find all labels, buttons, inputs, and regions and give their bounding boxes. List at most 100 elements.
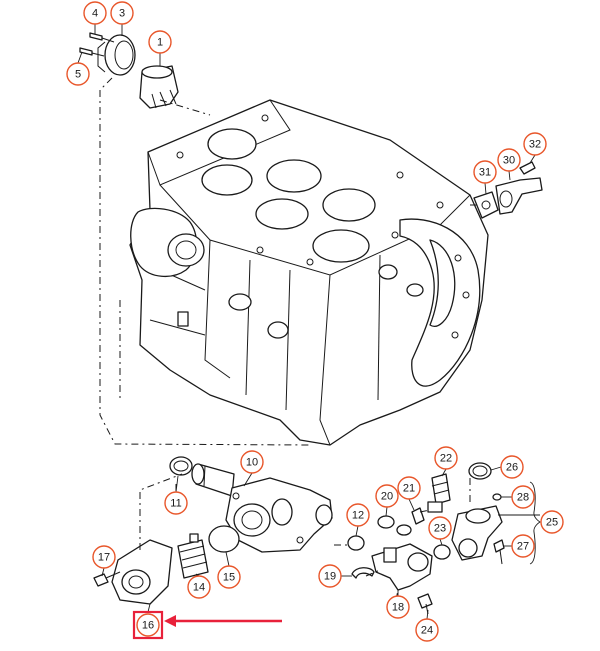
callout-number: 31 [479,167,491,179]
part-26-o-ring [468,462,492,480]
part-10-coolant-pipe [191,463,235,497]
part-3-pulley [97,34,136,76]
callout-circle [217,565,241,589]
callout-circle [428,516,452,540]
callout-32: 32 [523,132,547,156]
part-21-sensor [411,507,425,525]
callout-number: 21 [403,483,415,495]
callout-5: 5 [66,62,90,86]
callout-number: 10 [246,457,258,469]
callout-12: 12 [346,503,370,527]
callout-circle [187,575,211,599]
part-32-bolt [519,161,536,175]
callout-number: 22 [440,453,452,465]
callout-number: 18 [392,602,404,614]
callout-4: 4 [83,1,107,25]
callout-circle [318,564,342,588]
callout-number: 32 [529,139,541,151]
part-14-thermostat [177,533,209,579]
callout-number: 3 [119,8,125,20]
callout-circle [240,450,264,474]
callout-circle [346,503,370,527]
part-11-o-ring [169,456,193,476]
callout-circle [540,510,564,534]
callout-20: 20 [375,484,399,508]
part-16-thermostat-cover [111,539,173,613]
callout-number: 20 [381,491,393,503]
highlight-box [132,610,164,640]
callout-circle [497,148,521,172]
part-30-coolant-flange [495,177,543,215]
callout-3: 3 [110,1,134,25]
callout-circle [375,484,399,508]
callout-25: 25 [540,510,564,534]
callout-number: 30 [503,155,515,167]
callout-24: 24 [415,618,439,642]
callout-circle [83,1,107,25]
engine-block [129,99,489,446]
part-27-bolt [493,539,505,565]
callout-circle [92,545,116,569]
part-19-clip [351,567,375,579]
callout-circle [511,534,535,558]
part-22-sensor [427,473,451,513]
callout-19: 19 [318,564,342,588]
callout-number: 27 [517,541,529,553]
part-28-seal [492,493,502,501]
callout-27: 27 [511,534,535,558]
part-1-water-pump [139,65,179,109]
callout-circle [511,485,535,509]
callout-18: 18 [386,595,410,619]
callout-number: 16 [142,620,154,632]
callout-circle [500,455,524,479]
callout-number: 28 [517,492,529,504]
callout-number: 14 [193,582,205,594]
callout-21: 21 [397,476,421,500]
callout-number: 23 [434,523,446,535]
callout-number: 24 [421,625,433,637]
callout-labels: 1 3 4 5 10 11 12 14 15 16 17 18 19 20 21 22 23 24 25 26 27 28… [66,1,564,642]
callout-number: 11 [170,498,181,510]
callout-circle [136,613,160,637]
callout-number: 19 [324,571,336,583]
callout-30: 30 [497,148,521,172]
callout-10: 10 [240,450,264,474]
part-17-bolt [93,571,121,587]
callout-number: 1 [157,37,163,49]
callout-15: 15 [217,565,241,589]
callout-circle [148,30,172,54]
callout-number: 25 [546,517,558,529]
callout-16: 16 [136,613,160,637]
callout-circle [415,618,439,642]
callout-26: 26 [500,455,524,479]
part-25-coolant-flange [451,505,540,561]
part-12-o-ring [347,535,365,551]
callout-number: 26 [506,462,518,474]
callout-circle [434,446,458,470]
callout-number: 17 [98,552,110,564]
callout-leaders [77,24,536,620]
callout-number: 12 [352,510,364,522]
part-24-bolt [417,593,433,615]
part-18-connector [371,543,433,591]
callout-23: 23 [428,516,452,540]
callout-circle [110,1,134,25]
part-20-seal [377,515,412,536]
coolant-housing [225,477,333,553]
bracket-25 [529,481,541,565]
callout-number: 5 [75,69,81,81]
callout-number: 4 [92,8,98,20]
callout-circle [66,62,90,86]
callout-14: 14 [187,575,211,599]
callout-circle [523,132,547,156]
callout-circle [164,491,188,515]
part-4-bolt [89,32,115,43]
callout-31: 31 [473,160,497,184]
part-5-bolt [79,47,105,57]
callout-17: 17 [92,545,116,569]
part-23-o-ring [433,544,451,560]
callout-number: 15 [223,572,235,584]
callout-11: 11 [164,491,188,515]
callout-28: 28 [511,485,535,509]
